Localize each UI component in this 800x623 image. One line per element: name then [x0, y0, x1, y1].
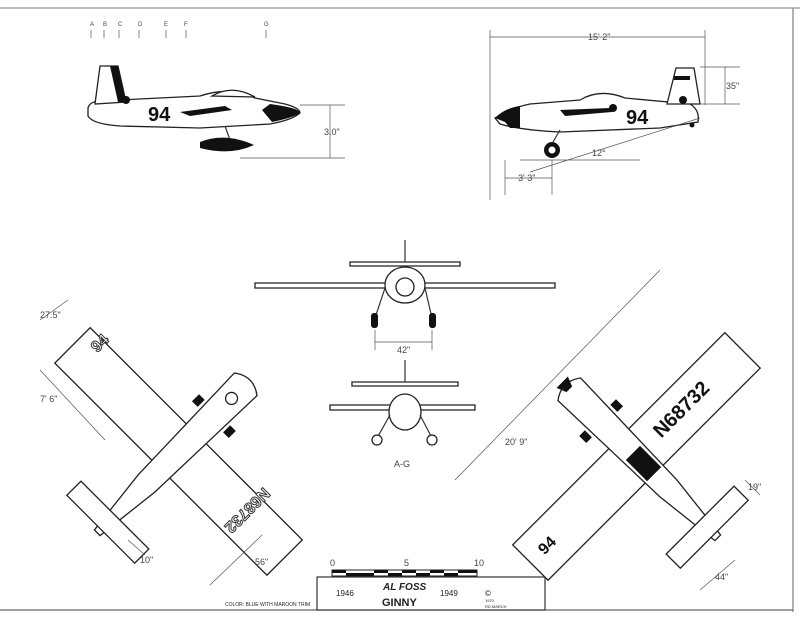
- tail-span-dimension: 44": [715, 572, 728, 582]
- station-label: B: [103, 22, 107, 28]
- race-number: 94: [148, 104, 171, 126]
- credit-year: 1970: [485, 598, 495, 603]
- tail-chord-dimension: 10": [140, 555, 153, 565]
- title-block: AL FOSS 1946 GINNY 1949 COLOR: BLUE WITH…: [225, 576, 546, 611]
- side-view-right: 94 15' 2" 35" 3' 3" 12°: [489, 30, 740, 200]
- view-label: A-G: [394, 459, 410, 469]
- top-view-left-dimensions: 27.5" 7' 6" 10" 56": [39, 299, 268, 586]
- station-label: A: [90, 22, 94, 28]
- station-label: F: [184, 22, 188, 28]
- top-view-right: N68732 94: [511, 331, 762, 582]
- top-view-right-dimensions: 20' 9" 19" 44": [454, 269, 761, 591]
- length-dimension: 15' 2": [588, 32, 610, 42]
- span-dimension: 20' 9": [505, 437, 527, 447]
- tail-span-dimension: 56": [255, 557, 268, 567]
- tail-chord-dimension: 19": [748, 482, 761, 492]
- tail-height-dimension: 35": [726, 81, 739, 91]
- gear-dimension: 3' 3": [518, 173, 535, 183]
- height-dimension: 3.0": [324, 127, 340, 137]
- year-right: 1949: [440, 589, 458, 598]
- scale-bar: 0 5 10: [330, 558, 484, 577]
- station-label: D: [138, 22, 143, 28]
- color-note: COLOR: BLUE WITH MAROON TRIM: [225, 602, 310, 608]
- aircraft-name: GINNY: [382, 597, 418, 609]
- station-label: G: [264, 22, 269, 28]
- front-view: 42": [254, 240, 556, 355]
- scale-label: 10: [474, 558, 484, 568]
- rear-view: A-G: [329, 360, 476, 469]
- year-left: 1946: [336, 589, 354, 598]
- semi-span-dimension: 7' 6": [40, 394, 57, 404]
- race-number: 94: [626, 107, 649, 129]
- station-label: C: [118, 22, 123, 28]
- angle-dimension: 12°: [592, 148, 606, 158]
- copyright-mark: ©: [485, 589, 491, 598]
- station-label: E: [164, 22, 168, 28]
- scale-label: 5: [404, 558, 409, 568]
- credit: RD MARCH: [485, 604, 507, 609]
- side-view-left: 94 3.0": [87, 65, 345, 159]
- scale-label: 0: [330, 558, 335, 568]
- pilot-name: AL FOSS: [382, 582, 426, 593]
- station-marks: A B C D E F G: [90, 22, 269, 38]
- track-dimension: 42": [397, 345, 410, 355]
- chord-dimension: 27.5": [40, 310, 61, 320]
- top-view-left: 94 N68732: [53, 326, 304, 577]
